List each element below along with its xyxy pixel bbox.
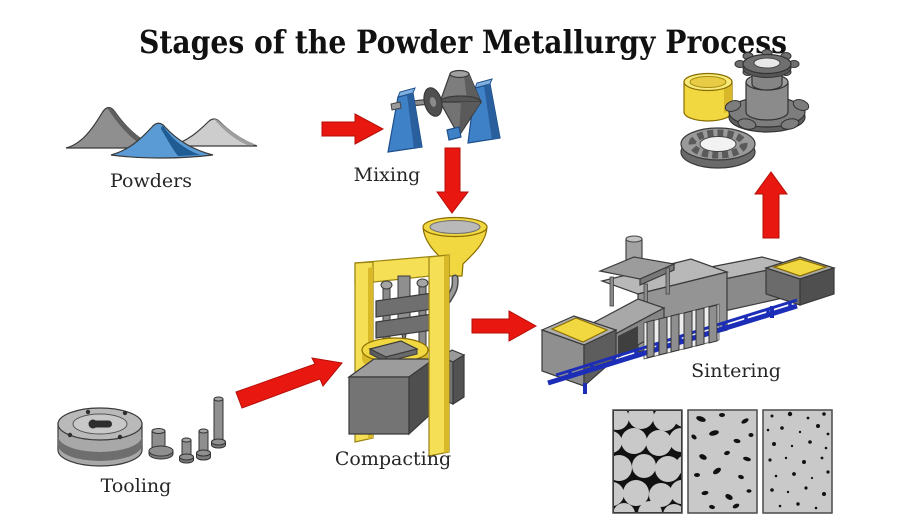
press-icon xyxy=(347,216,488,457)
compacting-label: Compacting xyxy=(335,448,451,470)
microstructure-panels xyxy=(612,409,833,514)
arrow-powders-to-mixing xyxy=(321,113,385,145)
yellow-bushing-icon xyxy=(683,72,733,122)
microstructure-panel-2 xyxy=(687,409,758,514)
belt-furnace-icon xyxy=(540,235,836,394)
stage-sintering: Sintering xyxy=(540,235,836,394)
stage-mixing: Mixing xyxy=(354,69,501,186)
arrow-compacting-to-sintering xyxy=(471,310,538,342)
punch-pins-icon xyxy=(148,396,226,464)
cam-hub-icon xyxy=(724,49,810,133)
die-keyhole xyxy=(88,419,112,429)
belt-pad-exit xyxy=(772,258,828,277)
stage-compacting: Compacting xyxy=(335,216,488,470)
arrow-sintering-to-parts xyxy=(754,171,788,239)
tooling-label: Tooling xyxy=(101,475,172,497)
microstructure-panel-3 xyxy=(762,409,833,514)
furnace-curtain-fingers xyxy=(646,304,718,359)
arrow-tooling-to-compacting xyxy=(235,357,343,409)
mixing-label: Mixing xyxy=(354,164,421,186)
belt-pad-entry xyxy=(550,317,609,343)
stage-tooling: Tooling xyxy=(57,396,226,497)
sintering-label: Sintering xyxy=(691,360,781,382)
powder-piles-icon xyxy=(65,107,258,159)
mixer-valve xyxy=(446,126,462,141)
die-icon xyxy=(57,407,143,467)
arrow-mixing-to-compacting xyxy=(436,147,470,214)
page-title: Stages of the Powder Metallurgy Process xyxy=(139,23,787,61)
finished-parts xyxy=(680,49,810,169)
ring-gear-icon xyxy=(680,127,756,169)
powders-label: Powders xyxy=(110,170,192,192)
microstructure-panel-1 xyxy=(612,409,683,514)
stage-powders: Powders xyxy=(65,107,258,192)
double-cone-mixer-icon xyxy=(387,69,501,153)
